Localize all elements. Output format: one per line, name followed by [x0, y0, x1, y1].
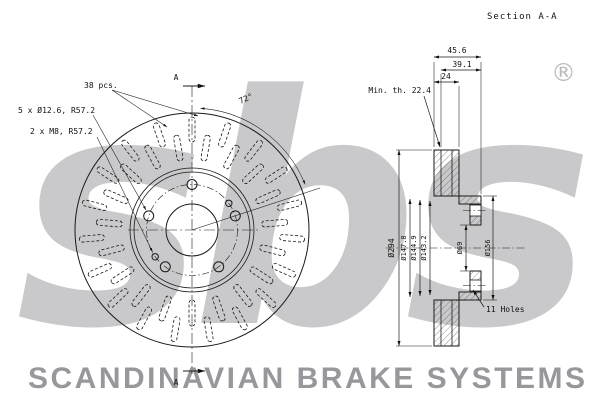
dia-center-bore-label: Ø69	[456, 242, 464, 255]
section-arrows	[183, 83, 206, 374]
dia-hat-1-label: Ø147.8	[400, 235, 408, 260]
front-view	[74, 83, 321, 374]
section-solid-material	[433, 149, 482, 347]
angle-annotation	[191, 107, 321, 231]
registered-trademark-icon: ®	[551, 58, 576, 87]
bolt-holes-leader	[92, 114, 147, 211]
dia-outer-label: Ø294	[386, 238, 396, 257]
pcs-leader	[111, 89, 168, 128]
dim-disc-thickness-label: 24	[441, 72, 451, 81]
pcs-label: 38 pcs.	[84, 81, 118, 90]
hat-wall-bottom	[458, 291, 482, 301]
brand-footer-text: SCANDINAVIAN BRAKE SYSTEMS	[28, 362, 588, 395]
m8-hole	[225, 199, 233, 208]
holes-note-label: 11 Holes	[486, 305, 525, 314]
vane-plate-lines	[440, 150, 453, 346]
section-marker-top: A	[174, 73, 179, 82]
extension-lines	[396, 62, 497, 347]
hat-wall-top	[458, 195, 482, 205]
min-thickness-label: Min. th. 22.4	[368, 86, 431, 95]
section-view	[386, 55, 526, 347]
dimension-lines	[397, 55, 495, 347]
dia-hat-2-label: Ø144.9	[410, 235, 418, 260]
bolt-hole	[159, 261, 171, 273]
friction-ring-bottom	[433, 299, 460, 347]
holes-leader	[472, 289, 485, 308]
dia-inner-ring-label: Ø156	[484, 240, 492, 257]
m8-holes-leader	[96, 136, 153, 253]
angle-label: 72°	[237, 92, 254, 106]
sbs-logo-watermark: sbs	[16, 28, 594, 398]
bolt-hole	[143, 210, 155, 222]
friction-ring-top	[433, 149, 460, 197]
pcs-leader	[111, 89, 199, 117]
dia-hat-3-label: Ø143.2	[420, 235, 428, 260]
bolt-hole	[213, 261, 225, 273]
min-th-leader	[423, 95, 441, 148]
dim-total-width-label: 45.6	[447, 46, 466, 55]
annotations: Section A-A 38 pcs. 5 x Ø12.6, R57.2 2 x…	[18, 12, 558, 387]
m8-holes-label: 2 x M8, R57.2	[30, 127, 93, 136]
centerlines	[128, 86, 258, 374]
bolt-holes-label: 5 x Ø12.6, R57.2	[18, 105, 95, 115]
section-title: Section A-A	[487, 12, 558, 22]
m8-hole	[151, 253, 159, 261]
bolt-hole	[229, 210, 241, 222]
hole-centerlines	[386, 210, 526, 286]
dim-inner-width-label: 39.1	[452, 60, 471, 69]
leader-lines	[92, 89, 199, 253]
section-marker-bottom: A	[174, 378, 179, 387]
